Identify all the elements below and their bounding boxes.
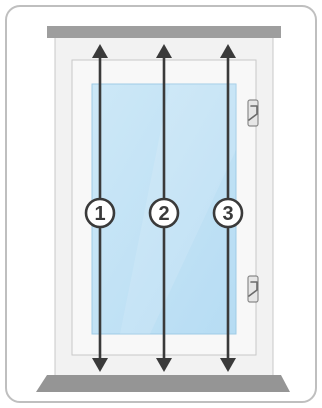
hinge-icon	[247, 99, 259, 127]
arrow-head-up-icon	[220, 44, 236, 58]
measurement-lines: 1 2 3	[84, 44, 244, 372]
badge-label: 3	[222, 203, 233, 225]
arrow-head-down-icon	[220, 358, 236, 372]
badge-circle	[212, 197, 244, 229]
badge-circle	[84, 197, 116, 229]
measurement-line-1: 1	[84, 44, 116, 372]
badge-label: 1	[94, 203, 105, 225]
badge-label: 2	[158, 203, 169, 225]
arrow-head-down-icon	[92, 358, 108, 372]
window-top-bar	[47, 26, 281, 38]
arrow-head-up-icon	[92, 44, 108, 58]
hinge-icon	[247, 275, 259, 303]
window-sill	[36, 375, 290, 392]
measurement-line-2: 2	[148, 44, 180, 372]
arrow-head-up-icon	[156, 44, 172, 58]
arrow-head-down-icon	[156, 358, 172, 372]
badge-circle	[148, 197, 180, 229]
measurement-line-3: 3	[212, 44, 244, 372]
